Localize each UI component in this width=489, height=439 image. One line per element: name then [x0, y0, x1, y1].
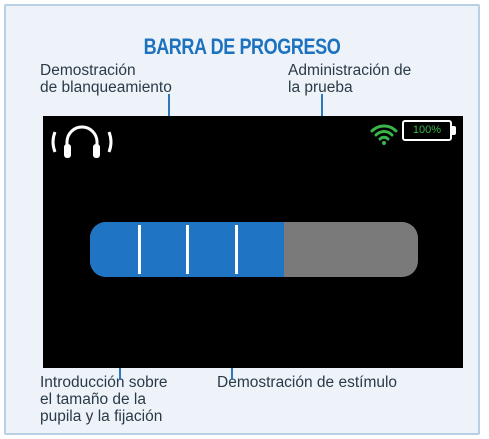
label-pupil-fixation-intro: Introducción sobre el tamaño de la pupil… — [40, 374, 168, 425]
device-screen: 100% — [43, 116, 463, 368]
label-bleaching-demo-line1: Demostración — [40, 62, 136, 79]
label-test-administration-line1: Administración de — [288, 62, 412, 79]
figure-title: BARRA DE PROGRESO — [143, 34, 341, 59]
label-test-administration: Administración de la prueba — [288, 62, 411, 96]
progress-segment-divider — [138, 225, 141, 274]
label-stimulus-demo: Demostración de estímulo — [217, 374, 398, 391]
label-pupil-fixation-line3: pupila y la fijación — [40, 408, 163, 425]
label-bleaching-demo: Demostración de blanqueamiento — [40, 62, 172, 96]
label-pupil-fixation-line2: el tamaño de la — [40, 391, 146, 408]
label-pupil-fixation-line1: Introducción sobre — [40, 374, 168, 391]
progress-segment-divider — [186, 225, 189, 274]
label-bleaching-demo-line2: de blanqueamiento — [40, 79, 172, 96]
progress-segment-divider — [235, 225, 238, 274]
progress-bar — [90, 222, 418, 277]
headphones-icon — [51, 125, 113, 158]
battery-indicator: 100% — [402, 120, 452, 141]
battery-tip — [452, 126, 456, 135]
figure-card: BARRA DE PROGRESO Demostración de blanqu… — [4, 4, 480, 435]
wifi-icon — [370, 124, 398, 145]
label-test-administration-line2: la prueba — [288, 79, 353, 96]
